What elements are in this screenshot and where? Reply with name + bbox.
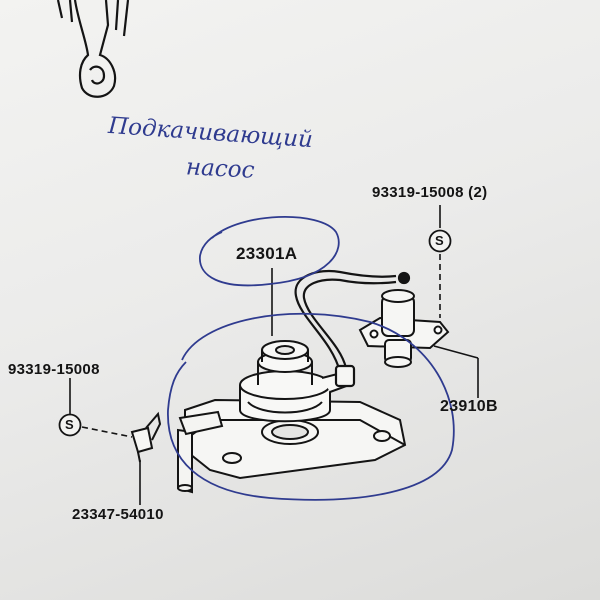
bracket-part-drawing [56, 0, 130, 98]
handwritten-note-line2: насос [185, 154, 256, 184]
s-marker-circles [58, 229, 452, 437]
pump-base-drawing [184, 398, 407, 480]
label-pump-part: 23301A [236, 244, 298, 263]
s-marker-right: S [435, 233, 444, 248]
fitting-drawing [130, 411, 162, 463]
s-marker-left: S [65, 417, 74, 432]
label-sensor: 23910B [440, 398, 498, 415]
label-bolt-left: 93319-15008 [8, 361, 100, 378]
label-bolt-right: 93319-15008 (2) [372, 184, 488, 201]
handwritten-circles [167, 215, 455, 501]
leader-lines [69, 205, 479, 505]
label-fitting: 23347-54010 [72, 506, 164, 523]
inlet-pipe-drawing [177, 410, 224, 494]
pump-body-drawing [239, 340, 354, 423]
sensor-drawing [358, 289, 450, 368]
